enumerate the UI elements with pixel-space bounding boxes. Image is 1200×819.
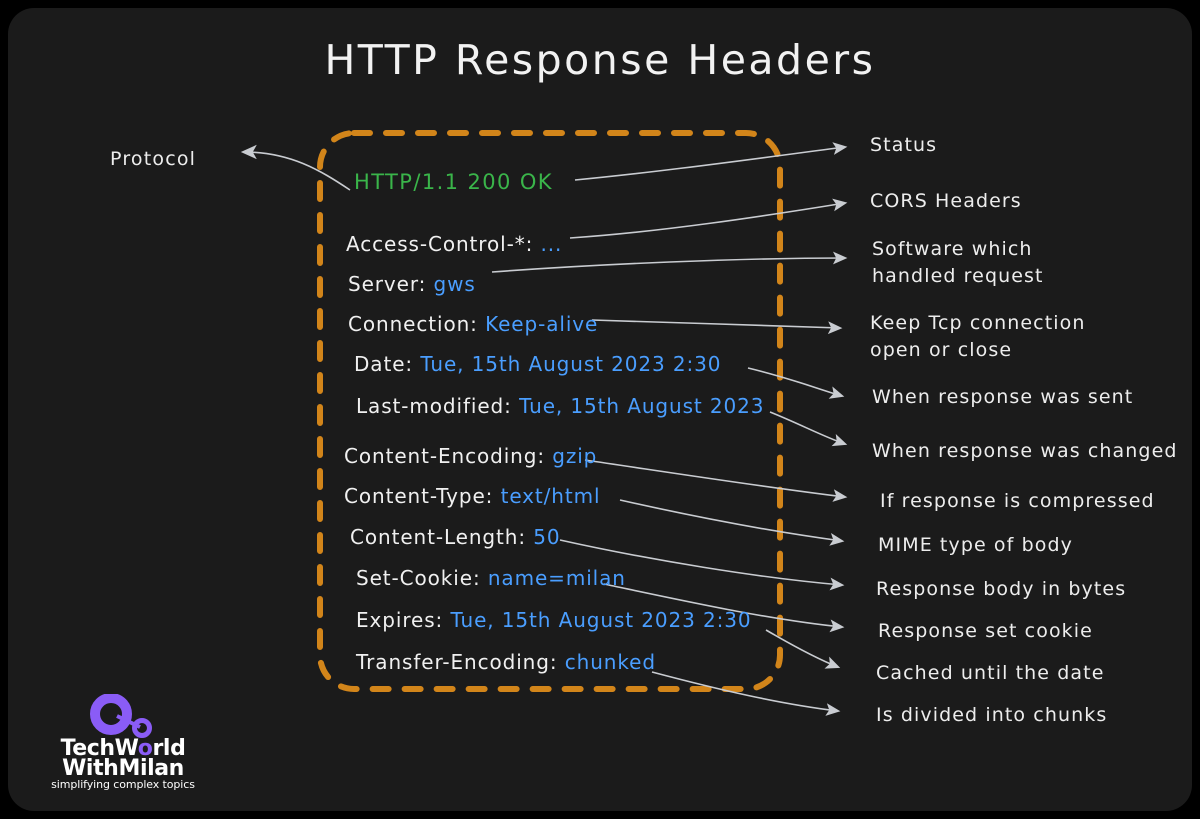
header-value: chunked bbox=[564, 650, 656, 674]
header-value: Tue, 15th August 2023 2:30 bbox=[450, 608, 752, 632]
header-row: Connection: Keep-alive bbox=[348, 312, 598, 336]
logo-text-line2: WithMilan bbox=[62, 756, 184, 781]
header-name: Last-modified: bbox=[356, 394, 512, 418]
annotation-transfer-encoding: Is divided into chunks bbox=[876, 704, 1108, 726]
header-row: Content-Encoding: gzip bbox=[344, 444, 597, 468]
header-name: Content-Length: bbox=[350, 525, 526, 549]
page-title: HTTP Response Headers bbox=[324, 36, 876, 84]
header-row: Last-modified: Tue, 15th August 2023 bbox=[356, 394, 764, 418]
annotation-content-length: Response body in bytes bbox=[876, 578, 1127, 600]
header-value: Tue, 15th August 2023 2:30 bbox=[420, 352, 722, 376]
annotation-connection: Keep Tcp connection open or close bbox=[870, 312, 1086, 361]
header-value: gws bbox=[433, 272, 476, 296]
header-row: Date: Tue, 15th August 2023 2:30 bbox=[354, 352, 721, 376]
annotation-last-modified: When response was changed bbox=[872, 440, 1178, 462]
annotation-status: Status bbox=[870, 134, 938, 156]
header-row: Set-Cookie: name=milan bbox=[356, 566, 626, 590]
annotation-expires: Cached until the date bbox=[876, 662, 1105, 684]
logo-text-o: o bbox=[137, 736, 153, 761]
header-value: Keep-alive bbox=[485, 312, 599, 336]
logo-text-line1: TechWorld bbox=[48, 736, 198, 761]
annotation-content-encoding: If response is compressed bbox=[880, 490, 1155, 512]
header-status-line: HTTP/1.1 200 OK bbox=[354, 170, 553, 194]
header-row: Access-Control-*: ... bbox=[346, 232, 562, 256]
header-name: Expires: bbox=[356, 608, 444, 632]
annotation-server: Software which handled request bbox=[872, 238, 1044, 287]
header-row: Server: gws bbox=[348, 272, 476, 296]
annotation-set-cookie: Response set cookie bbox=[878, 620, 1093, 642]
annotation-cors-headers: CORS Headers bbox=[870, 190, 1022, 212]
header-name: Content-Encoding: bbox=[344, 444, 545, 468]
logo-text-b: rld bbox=[152, 736, 186, 761]
header-name: Transfer-Encoding: bbox=[356, 650, 558, 674]
header-name: Connection: bbox=[348, 312, 478, 336]
header-value: gzip bbox=[552, 444, 598, 468]
annotation-content-type: MIME type of body bbox=[878, 534, 1073, 556]
brand-logo: TechWorld WithMilan simplifying complex … bbox=[48, 694, 198, 791]
header-row: Transfer-Encoding: chunked bbox=[356, 650, 656, 674]
header-name: Server: bbox=[348, 272, 427, 296]
header-name: Content-Type: bbox=[344, 484, 494, 508]
header-row: Content-Length: 50 bbox=[350, 525, 561, 549]
header-value: Tue, 15th August 2023 bbox=[519, 394, 765, 418]
annotation-date: When response was sent bbox=[872, 386, 1134, 408]
header-value: ... bbox=[540, 232, 563, 256]
logo-node-icon bbox=[90, 694, 152, 738]
header-value: 50 bbox=[533, 525, 561, 549]
header-value: name=milan bbox=[487, 566, 626, 590]
header-row: Expires: Tue, 15th August 2023 2:30 bbox=[356, 608, 752, 632]
label-protocol: Protocol bbox=[110, 148, 197, 170]
logo-tagline: simplifying complex topics bbox=[51, 778, 195, 791]
header-name: Set-Cookie: bbox=[356, 566, 481, 590]
logo-text-a: TechW bbox=[60, 736, 139, 761]
header-value: text/html bbox=[500, 484, 601, 508]
header-name: Access-Control-*: bbox=[346, 232, 534, 256]
header-row: Content-Type: text/html bbox=[344, 484, 600, 508]
header-name: Date: bbox=[354, 352, 414, 376]
